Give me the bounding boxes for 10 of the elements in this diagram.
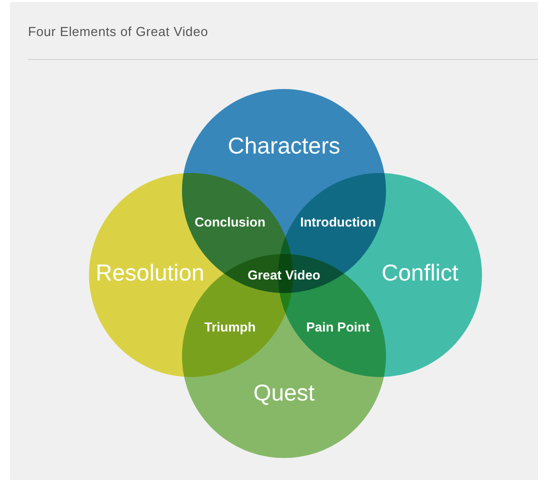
circle-label: Conflict — [382, 260, 458, 286]
overlap-label: Introduction — [300, 214, 376, 230]
circle-label: Resolution — [96, 260, 204, 286]
overlap-label: Triumph — [204, 320, 256, 334]
circle-label: Quest — [253, 380, 315, 406]
overlap-label: Great Video — [248, 268, 320, 282]
diagram-title: Four Elements of Great Video — [28, 24, 208, 39]
overlap-label: Conclusion — [194, 214, 266, 230]
circle-label: Characters — [228, 132, 340, 160]
overlap-label: Pain Point — [306, 320, 370, 334]
